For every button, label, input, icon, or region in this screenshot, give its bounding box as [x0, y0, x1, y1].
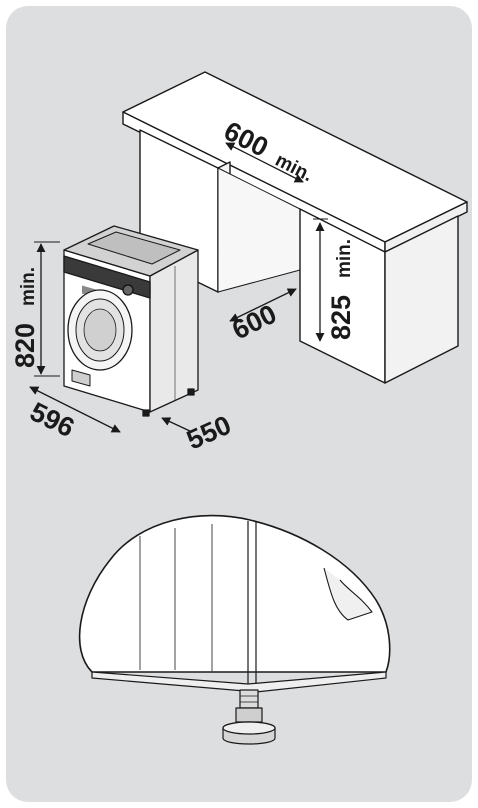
foot-thread — [235, 707, 263, 723]
machine-height-unit: min. — [18, 267, 39, 306]
program-dial-icon — [122, 284, 134, 296]
machine-depth-label: 550 — [182, 410, 235, 456]
foot-detail — [78, 514, 391, 745]
foot-nut — [239, 689, 259, 709]
opening-height-label: 825 — [326, 295, 356, 340]
opening-height-unit: min. — [334, 239, 355, 278]
machine-top-panel — [87, 231, 181, 265]
cabinet-depth-label: 600 — [227, 299, 281, 346]
filter-flap — [71, 369, 91, 387]
detail-bubble — [78, 514, 391, 673]
washing-machine — [63, 225, 199, 417]
right-cabinet-side — [384, 215, 459, 384]
machine-depth-dimension: 550 — [161, 410, 236, 456]
countertop-side-edge — [384, 201, 468, 253]
opening-height-dimension: 825 min. — [313, 218, 356, 342]
drum-icon — [83, 308, 117, 352]
machine-foot — [187, 388, 195, 396]
machine-height-label: 820 — [10, 323, 40, 368]
machine-foot — [142, 409, 150, 417]
machine-side — [149, 249, 199, 413]
machine-width-label: 596 — [25, 396, 79, 443]
machine-height-dimension: 820 min. — [10, 241, 60, 377]
cabinet-depth-dimension: 600 — [227, 288, 297, 346]
